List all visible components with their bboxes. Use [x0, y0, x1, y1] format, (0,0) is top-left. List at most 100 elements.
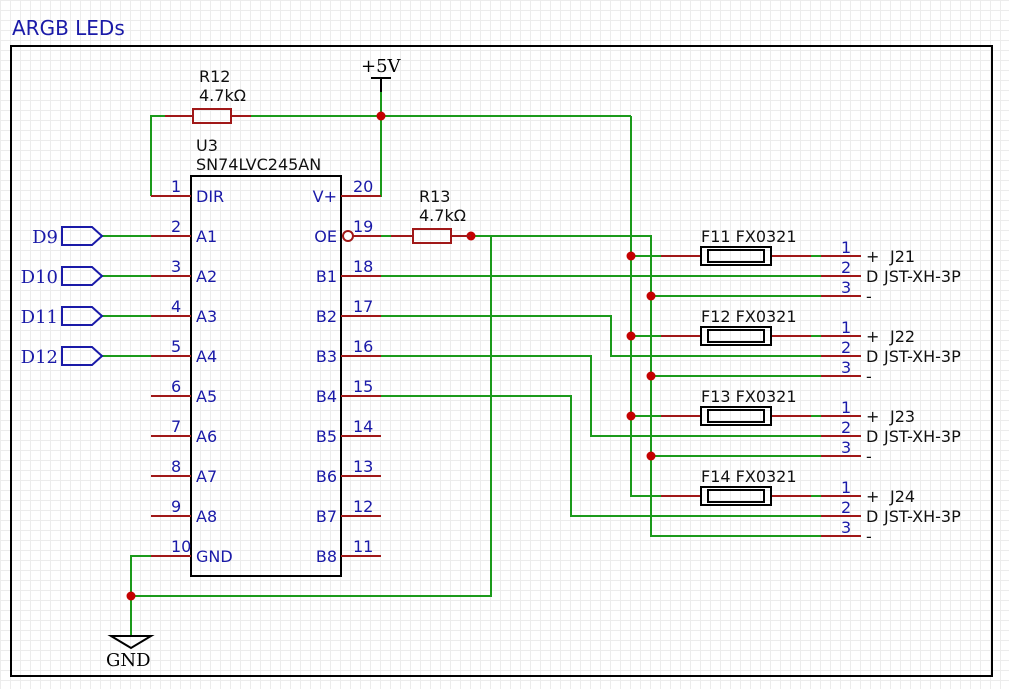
junction-dot [126, 591, 136, 601]
wire-b3-j23 [361, 355, 821, 437]
chip-pin-number: 15 [353, 377, 373, 396]
chip-pin-name: A5 [196, 387, 217, 406]
junction-dot [626, 411, 636, 421]
chip-pin-number: 17 [353, 297, 373, 316]
connector-pin-signal: - [866, 287, 872, 306]
sheet-title: ARGB LEDs [12, 16, 125, 40]
connector-pin-number: 1 [841, 318, 851, 337]
wire-b2-j22 [361, 315, 821, 357]
chip-pin-name: A3 [196, 307, 217, 326]
chip-part: SN74LVC245AN [196, 155, 321, 174]
vcc-label: +5V [361, 56, 402, 77]
junction-dot [626, 251, 636, 261]
chip-pin-number: 19 [353, 217, 373, 236]
chip-pin-number: 9 [171, 497, 181, 516]
chip-pin-name: GND [196, 547, 233, 566]
chip-pin-number: 13 [353, 457, 373, 476]
chip-pin-name: A2 [196, 267, 217, 286]
fuse-element [707, 409, 765, 423]
fuse-element [707, 249, 765, 263]
chip-pin-number: 1 [171, 177, 181, 196]
chip-pin-number: 4 [171, 297, 181, 316]
chip-pin-name: A7 [196, 467, 217, 486]
connector-pin-signal: D [866, 347, 878, 366]
wire-5v-bus [630, 116, 661, 497]
chip-pin-name: A4 [196, 347, 217, 366]
connector-part: JST-XH-3P [883, 267, 961, 286]
fuse-label: F14 FX0321 [701, 467, 797, 486]
oe-inversion-bubble [342, 230, 354, 242]
input-port-d11: D11 [21, 306, 104, 328]
fuse-body [700, 326, 772, 346]
chip-pin-name: B1 [316, 267, 337, 286]
r13-value: 4.7kΩ [419, 206, 466, 225]
junction-dot [646, 291, 656, 301]
connector-ref: J24 [889, 487, 915, 506]
chip-ref: U3 [196, 136, 218, 155]
chip-pin-number: 7 [171, 417, 181, 436]
chip-pin-number: 6 [171, 377, 181, 396]
chip-pin-number: 12 [353, 497, 373, 516]
chip-pin-number: 8 [171, 457, 181, 476]
chip-pin-number: 2 [171, 217, 181, 236]
chip-pin-number: 3 [171, 257, 181, 276]
connector-pin-number: 1 [841, 478, 851, 497]
junction-dot [626, 331, 636, 341]
fuse-body [700, 486, 772, 506]
fuse-element [707, 489, 765, 503]
input-port-d12: D12 [21, 346, 104, 368]
chip-body [190, 175, 342, 577]
connector-pin-number: 3 [841, 358, 851, 377]
chip-pin-name: A1 [196, 227, 217, 246]
fuse-body [700, 406, 772, 426]
connector-pin-signal: + [866, 407, 879, 426]
connector-pin-signal: D [866, 267, 878, 286]
gnd-label: GND [106, 650, 151, 671]
port-label: D11 [21, 307, 58, 328]
fuse-label: F11 FX0321 [701, 227, 797, 246]
vcc-symbol: +5V [361, 56, 402, 92]
chip-pin-number: 16 [353, 337, 373, 356]
connector-ref: J21 [889, 247, 915, 266]
fuse-f14: F14 FX0321 [661, 467, 811, 506]
fuse-f13: F13 FX0321 [661, 387, 811, 426]
chip-pin-number: 18 [353, 257, 373, 276]
sheet-border [10, 45, 993, 677]
junction-dot [646, 371, 656, 381]
chip-pin-name: B5 [316, 427, 337, 446]
connector-pin-number: 1 [841, 398, 851, 417]
connector-pin-number: 3 [841, 278, 851, 297]
r12-value: 4.7kΩ [199, 86, 246, 105]
chip-pin-name: B2 [316, 307, 337, 326]
resistor-r13: R13 4.7kΩ [391, 187, 471, 244]
connector-part: JST-XH-3P [883, 347, 961, 366]
port-flag [61, 306, 104, 326]
connector-pin-signal: + [866, 247, 879, 266]
input-port-d9: D9 [32, 226, 104, 248]
chip-pin-name: B7 [316, 507, 337, 526]
r12-ref: R12 [199, 67, 230, 86]
connector-ref: J22 [889, 327, 915, 346]
connector-pin-number: 2 [841, 418, 851, 437]
fuse-f11: F11 FX0321 [661, 227, 811, 266]
connector-pin-signal: + [866, 327, 879, 346]
connector-pin-signal: D [866, 507, 878, 526]
port-label: D9 [32, 227, 58, 248]
connector-ref: J23 [889, 407, 915, 426]
fuse-body [700, 246, 772, 266]
chip-pin-number: 11 [353, 537, 373, 556]
connector-pin-number: 1 [841, 238, 851, 257]
wire-chip-gnd [130, 555, 151, 636]
connector-pin-signal: - [866, 527, 872, 546]
connector-pin-number: 3 [841, 438, 851, 457]
connector-pin-signal: - [866, 367, 872, 386]
chip-pin-number: 10 [171, 537, 191, 556]
resistor-r12: R12 4.7kΩ [165, 67, 251, 124]
